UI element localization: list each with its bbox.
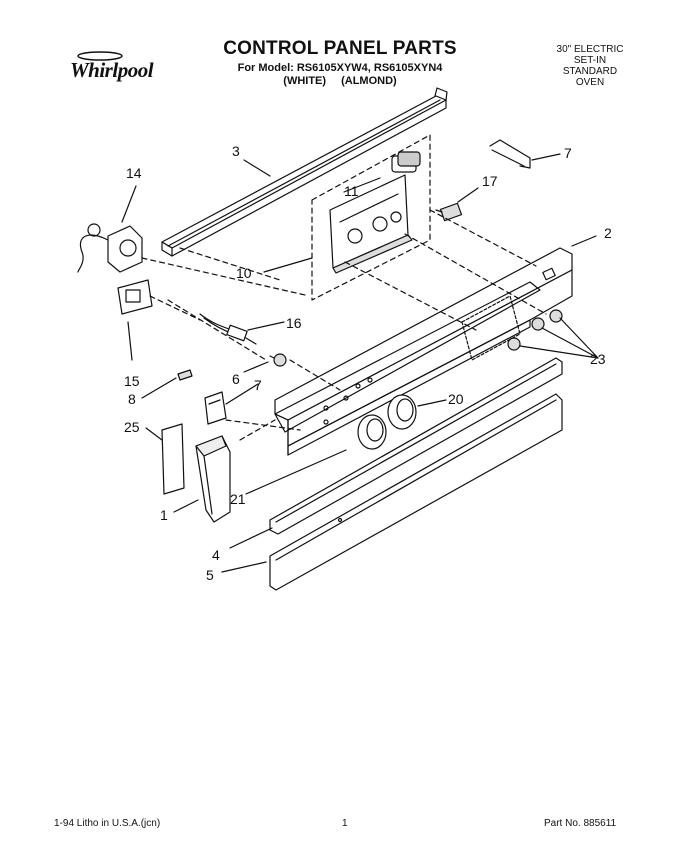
part-17-small-switch — [435, 202, 463, 222]
part-7-bracket — [204, 391, 227, 425]
litho-note: 1-94 Litho in U.S.A.(jcn) — [54, 818, 161, 829]
callout-17: 17 — [482, 173, 498, 189]
part-4-lower-trim — [269, 357, 563, 535]
part-3-top-trim — [161, 87, 448, 257]
callout-6: 6 — [232, 371, 240, 387]
callout-11: 11 — [344, 183, 359, 199]
callout-7: 7 — [254, 377, 262, 393]
callout-15: 15 — [124, 373, 140, 389]
part-1-end-cap — [195, 435, 231, 523]
product-description: 30" ELECTRIC SET-IN STANDARD OVEN — [520, 44, 660, 88]
callout-labels: 3 7 17 2 14 11 10 16 15 8 6 7 25 23 20 2… — [124, 143, 612, 583]
product-line-2: SET-IN — [573, 55, 607, 66]
logo-swoosh-icon — [77, 51, 123, 61]
callout-arrows — [121, 153, 599, 573]
callout-10: 10 — [236, 265, 252, 281]
model-line: For Model: RS6105XYW4, RS6105XYN4 — [237, 62, 443, 74]
callout-4: 4 — [212, 547, 220, 563]
part-10-switch-housing — [329, 174, 413, 274]
part-6-indicator-light — [269, 353, 287, 367]
part-15-relay — [117, 279, 153, 315]
assembly-10-11-box — [311, 134, 431, 301]
color-line: (WHITE) (ALMOND) — [150, 75, 530, 87]
color-white-label: (WHITE) — [283, 75, 327, 87]
part-2-control-panel — [274, 247, 573, 456]
callout-20: 20 — [448, 391, 464, 407]
callout-21: 21 — [230, 491, 246, 507]
part-25-side-plate — [161, 423, 185, 495]
callout-16: 16 — [286, 315, 302, 331]
callout-1: 1 — [160, 507, 168, 523]
callout-14: 14 — [126, 165, 142, 181]
callout-8: 8 — [128, 391, 136, 407]
part-8-clip — [177, 369, 193, 381]
product-line-3: STANDARD — [562, 66, 618, 77]
callout-9: 7 — [564, 145, 572, 161]
page-number: 1 — [342, 818, 348, 829]
product-line-4: OVEN — [575, 77, 605, 88]
part-9-bracket — [489, 139, 531, 169]
part-20-knob — [387, 394, 417, 430]
color-almond-label: (ALMOND) — [341, 75, 397, 87]
part-5-bottom-trim — [269, 393, 563, 591]
page-title: CONTROL PANEL PARTS — [223, 38, 457, 59]
part-23-bushings — [507, 309, 563, 351]
callout-5: 5 — [206, 567, 214, 583]
brand-name: Whirlpool — [70, 58, 154, 82]
callout-25: 25 — [124, 419, 140, 435]
part-16-wire-harness — [199, 313, 257, 345]
whirlpool-logo: Whirlpool — [70, 50, 180, 86]
product-line-1: 30" ELECTRIC — [556, 44, 624, 55]
part-21-knob — [357, 414, 387, 450]
part-11-switch — [391, 151, 421, 173]
assembly-leaders — [141, 209, 547, 441]
part-14-thermostat — [77, 223, 143, 273]
part-number: Part No. 885611 — [544, 818, 617, 829]
callout-23: 23 — [590, 351, 606, 367]
callout-2: 2 — [604, 225, 612, 241]
callout-3: 3 — [232, 143, 240, 159]
